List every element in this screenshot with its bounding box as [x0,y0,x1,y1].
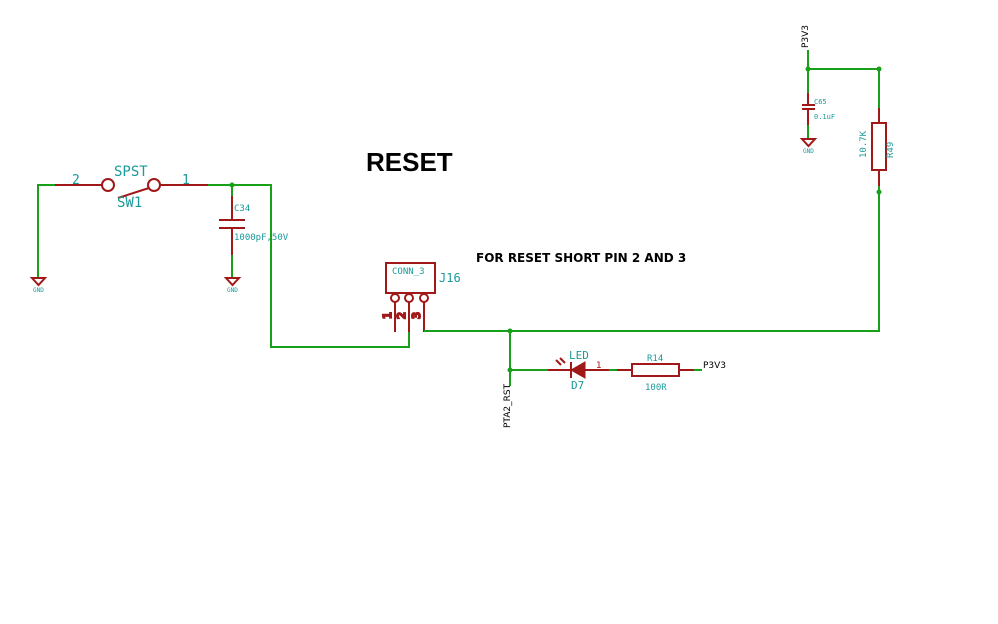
resistor-r49[interactable]: 10.7K R49 [859,108,896,192]
switch-sw1[interactable]: 2 1 SPST SW1 [55,164,208,211]
c34-reference: C34 [234,204,250,214]
d7-value: LED [569,349,589,362]
reset-note: FOR RESET SHORT PIN 2 AND 3 [476,251,686,265]
junction-p3v3 [805,66,811,72]
r14-value: 100R [645,383,667,393]
resistor-r14[interactable]: R14 100R [617,354,694,393]
gnd-symbol-3: GND [799,138,818,155]
sw1-reference: SW1 [117,195,142,211]
wire-j16-to-r49[interactable] [424,192,880,332]
r49-reference: R49 [886,142,896,158]
junction-r49-bottom [876,189,882,195]
gnd-label-3: GND [803,148,814,155]
wire-sw1-to-gnd[interactable] [37,184,55,278]
net-label-pta2-rst: PTA2_RST [503,383,513,428]
j16-pin1-label: 1 [381,312,394,319]
r14-reference: R14 [647,354,663,364]
j16-value: CONN_3 [392,267,425,277]
r49-value: 10.7K [859,130,869,158]
j16-pin3-label: 3 [410,312,423,319]
sw1-pin2-label: 2 [72,173,80,188]
junction-led [507,367,513,373]
led-d7[interactable]: LED D7 1 [548,349,609,392]
gnd-symbol-2: GND [223,277,242,294]
connector-j16[interactable]: CONN_3 J16 1 2 3 [380,262,461,332]
capacitor-c34[interactable]: C34 1000pF,50V [219,185,289,278]
gnd-symbol-1: GND [29,277,48,294]
wire-sw1-to-j16[interactable] [208,184,410,348]
gnd-label-2: GND [227,287,238,294]
j16-reference: J16 [439,271,461,285]
sw1-value: SPST [114,164,148,180]
c65-reference: C65 [814,98,827,106]
sw1-pin1-label: 1 [182,173,190,188]
c34-value: 1000pF,50V [234,233,289,243]
d7-pin1-label: 1 [596,361,602,371]
d7-reference: D7 [571,379,584,392]
gnd-label-1: GND [33,287,44,294]
power-label-p3v3-top: P3V3 [801,25,811,48]
power-label-p3v3-r14: P3V3 [703,361,726,371]
junction-r49-top [876,66,882,72]
sheet-title: RESET [366,147,453,177]
capacitor-c65[interactable]: C65 0.1uF [802,93,835,139]
wire-reset-net-branch[interactable] [509,331,548,386]
j16-pin2-label: 2 [395,312,408,319]
c65-value: 0.1uF [814,113,835,121]
